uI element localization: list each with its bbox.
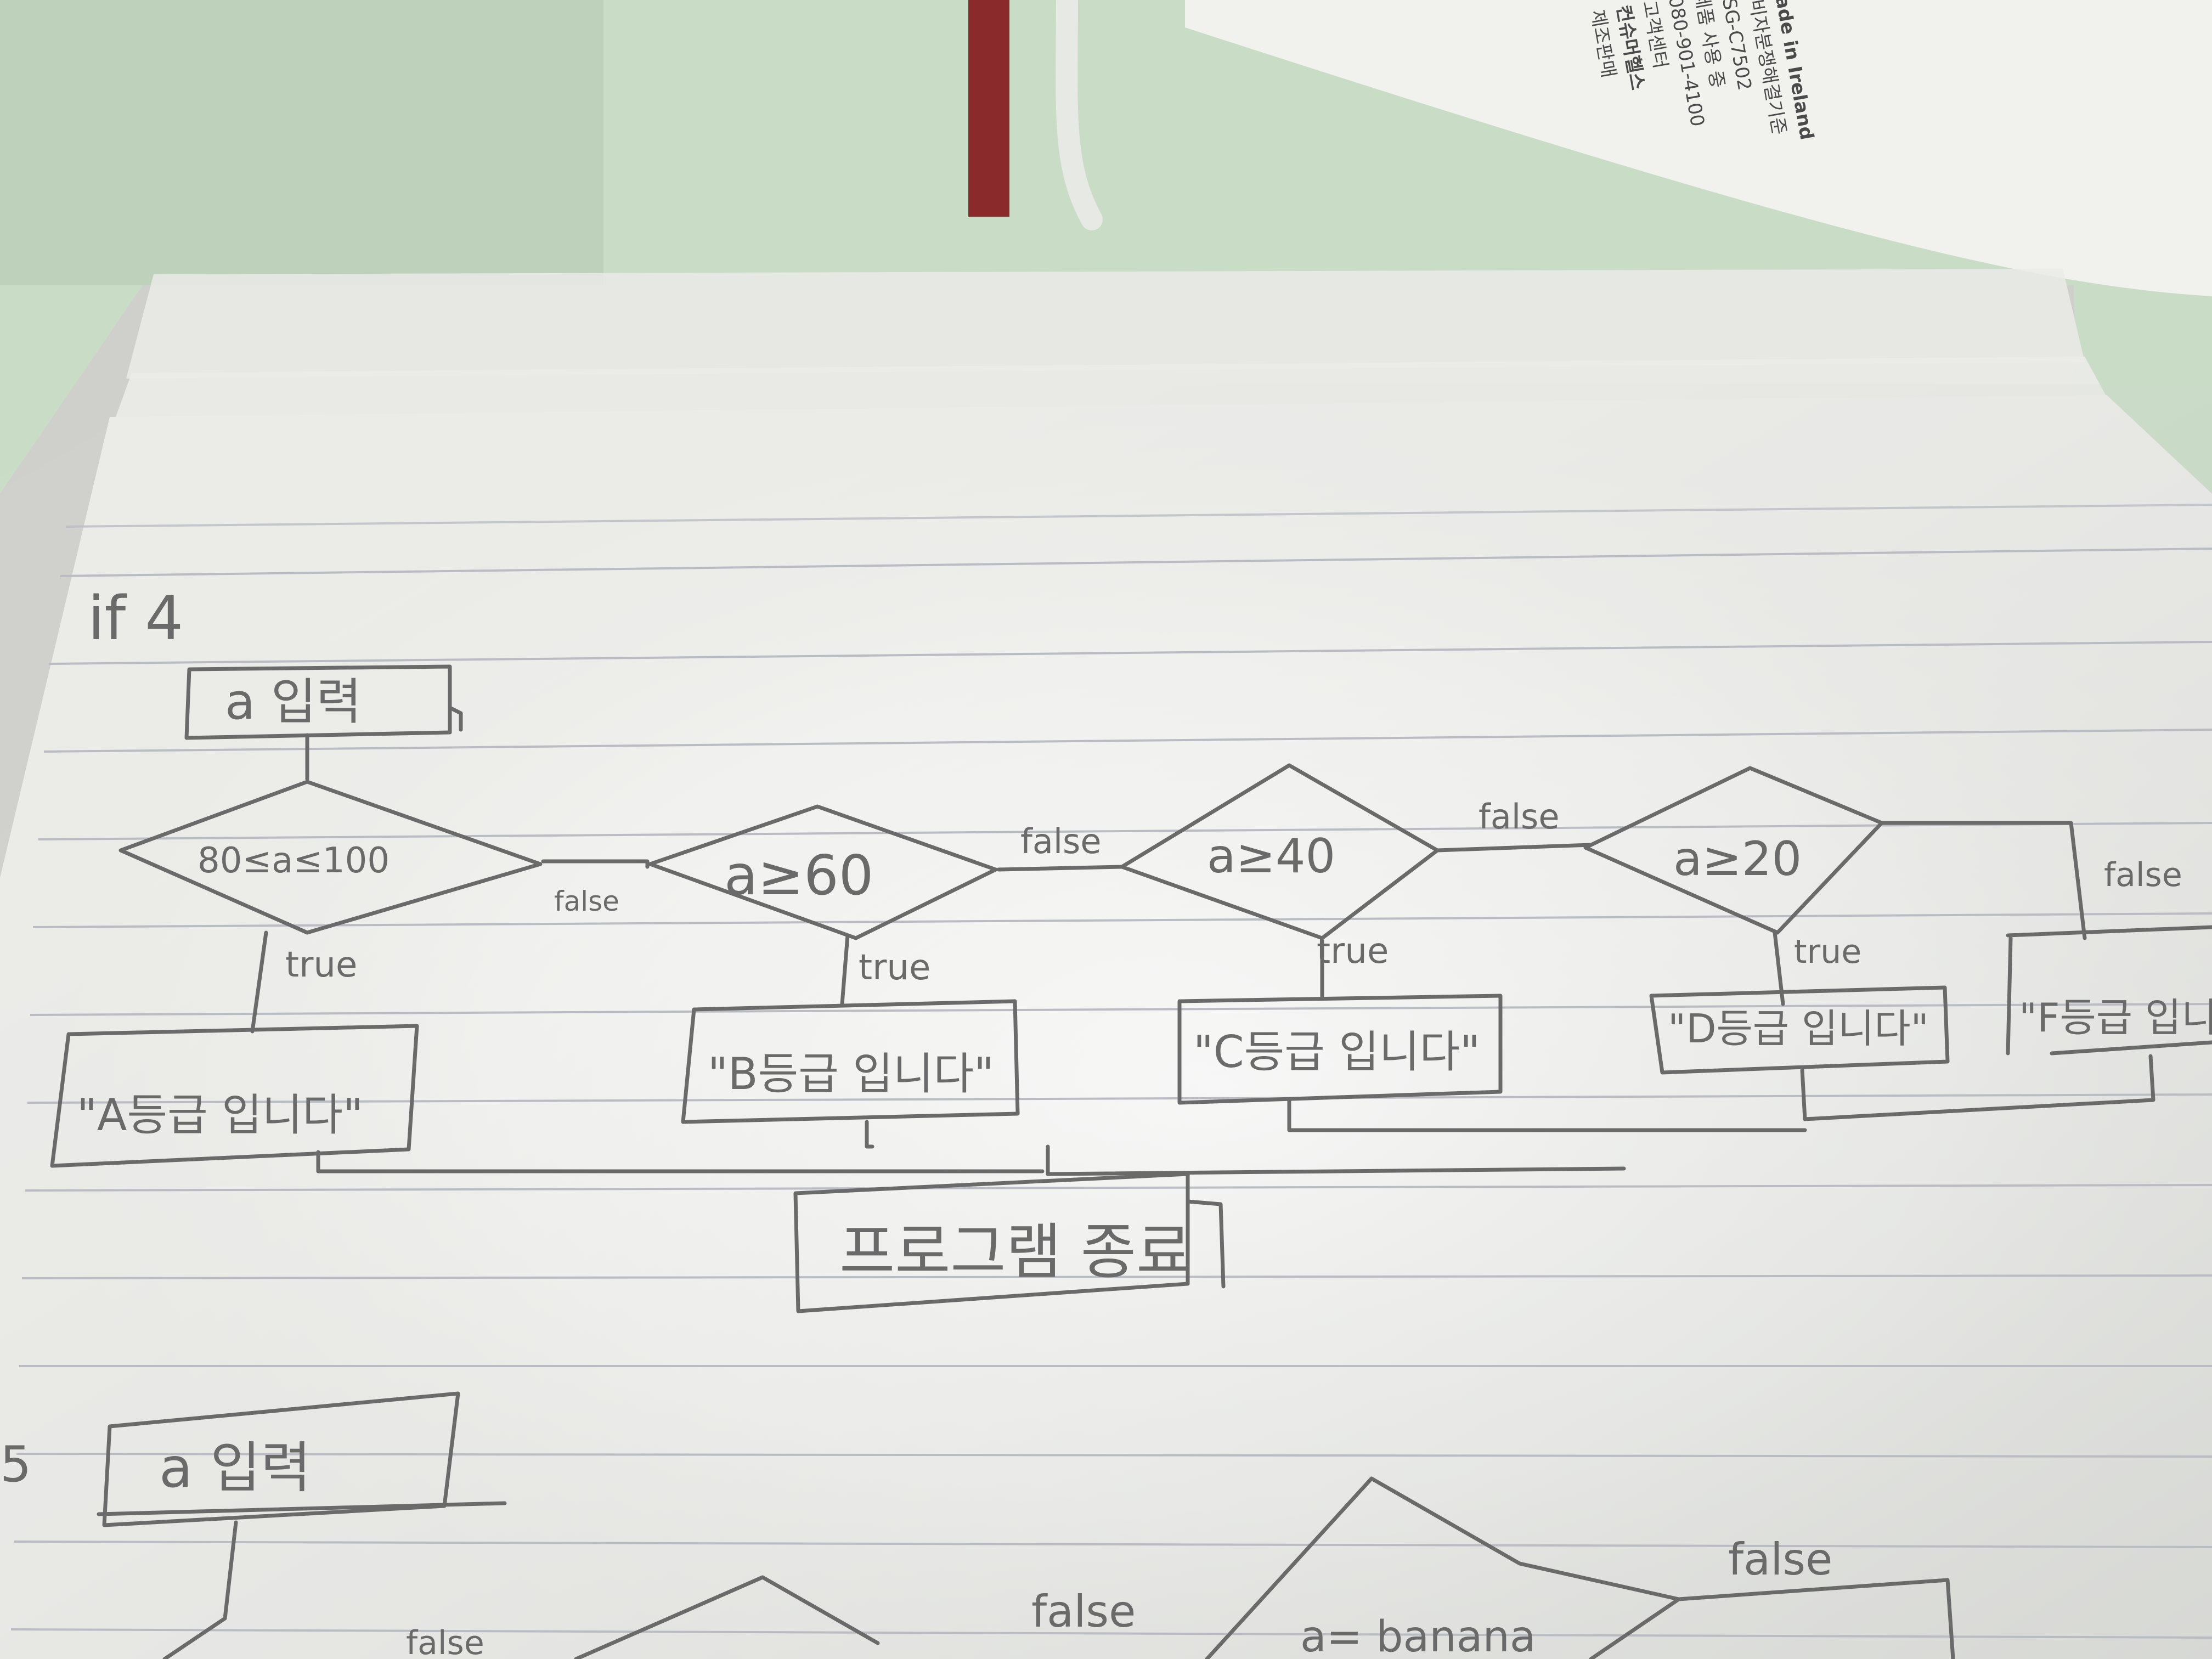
flowchart-2-labels: 5 a 입력 false false false a= banana — [0, 1436, 1832, 1659]
result-label: "D등급 입니다" — [1668, 1006, 1929, 1052]
input-label-2: a 입력 — [159, 1436, 311, 1500]
result-box-f — [2006, 925, 2212, 938]
false-label: false — [1020, 821, 1102, 861]
false-label: false — [2104, 856, 2182, 894]
result-label: "B등급 입니다" — [708, 1048, 994, 1099]
false-label: false — [1031, 1586, 1136, 1637]
false-label: false — [406, 1624, 484, 1659]
end-box — [793, 1172, 1190, 1313]
flowchart-2 — [97, 1391, 1955, 1659]
decision-cond: 80≤a≤100 — [198, 840, 390, 881]
false-label: false — [1479, 797, 1560, 837]
decision-cond: a≥20 — [1673, 832, 1802, 887]
desk-shade — [0, 0, 603, 285]
cable — [968, 0, 1103, 230]
ruled-lines — [10, 504, 2212, 1639]
result-box-b — [681, 999, 1020, 1124]
false-label: false — [1728, 1534, 1832, 1585]
heading: if 4 — [88, 583, 183, 653]
result-box-a — [50, 1024, 419, 1168]
result-label: "C등급 입니다" — [1193, 1026, 1480, 1077]
decision-cond: a≥60 — [724, 843, 873, 907]
true-label: true — [1794, 933, 1861, 971]
notebook — [0, 269, 2212, 1659]
section-number: 5 — [0, 1436, 31, 1493]
result-box-c — [1177, 994, 1503, 1105]
else-result-label: "F등급 입니다" — [2019, 995, 2212, 1041]
input-box — [184, 664, 452, 740]
decision-diamond-2 — [648, 804, 998, 940]
flowchart-1 — [50, 664, 2212, 1313]
input-label: a 입력 — [225, 673, 362, 731]
decision-cond-2: a= banana — [1300, 1612, 1536, 1659]
true-label: true — [859, 947, 930, 988]
decision-cond: a≥40 — [1207, 829, 1335, 884]
product-tube: 제조판매 컨슈머헬스 고객센터 080-901-4100 제품 사용 중 PSG… — [1185, 0, 2212, 296]
true-label: true — [1317, 931, 1389, 972]
false-label: false — [554, 885, 619, 917]
end-label: 프로그램 종료 — [839, 1217, 1192, 1287]
result-box-d — [1649, 985, 1950, 1075]
decision-diamond-1 — [119, 780, 543, 935]
flowchart-1-labels: if 4 a 입력 80≤a≤100 false true "A등급 입니다" … — [77, 583, 2212, 1287]
true-label: true — [285, 945, 357, 985]
result-label: "A등급 입니다" — [77, 1090, 363, 1141]
